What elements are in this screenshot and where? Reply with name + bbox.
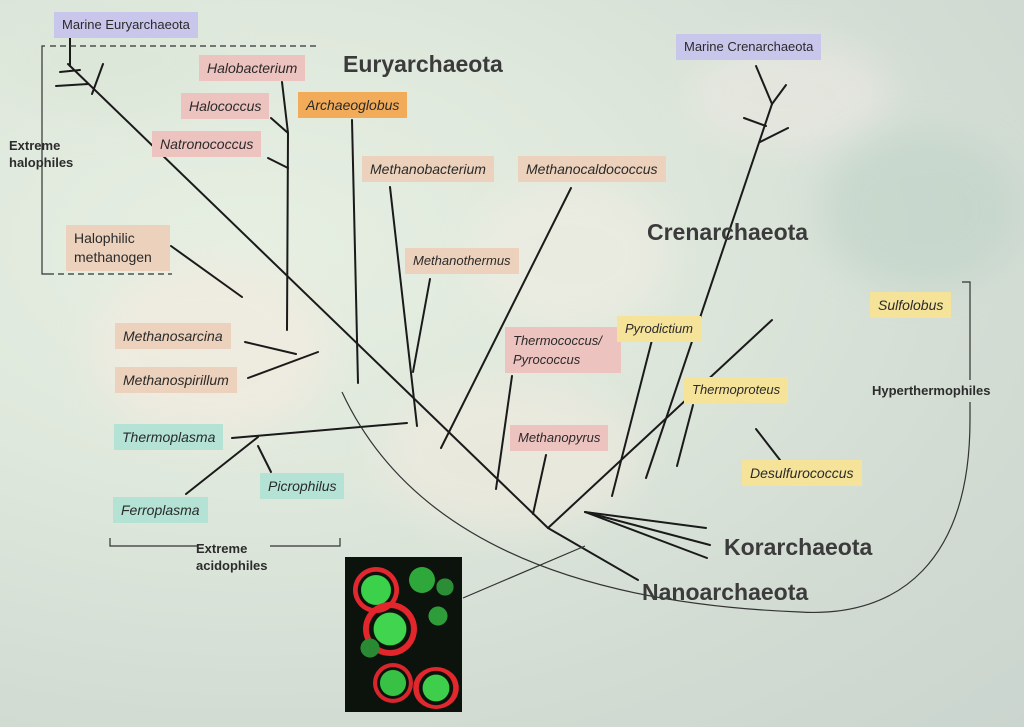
branch-thermococcus bbox=[495, 375, 513, 490]
taxon-halophilic-methanogen: Halophilic methanogen bbox=[66, 225, 170, 271]
taxon-ferroplasma: Ferroplasma bbox=[113, 497, 208, 523]
background-cloud bbox=[820, 130, 1020, 290]
taxon-thermoproteus: Thermoproteus bbox=[684, 377, 789, 403]
taxon-sulfolobus: Sulfolobus bbox=[870, 292, 952, 318]
taxon-methanothermus: Methanothermus bbox=[405, 248, 519, 274]
micrograph-cell bbox=[359, 637, 381, 659]
extreme-acidophiles-label: Extreme acidophiles bbox=[196, 541, 268, 573]
branch-halobacterium bbox=[281, 81, 289, 134]
nanoarchaeota-micrograph bbox=[345, 557, 462, 712]
branch-halococcus bbox=[270, 117, 289, 134]
branch-korarchaeota bbox=[584, 511, 707, 529]
taxon-thermococcus-pyrococcus: Thermococcus/ Pyrococcus bbox=[505, 327, 621, 373]
branch-methanosarcina bbox=[244, 341, 297, 355]
micrograph-pointer bbox=[462, 545, 586, 599]
micrograph-cell bbox=[407, 565, 437, 595]
extreme-halophiles-bracket bbox=[41, 45, 48, 275]
taxon-halococcus: Halococcus bbox=[181, 93, 270, 119]
taxon-picrophilus: Picrophilus bbox=[260, 473, 345, 499]
taxon-marine-euryarchaeota: Marine Euryarchaeota bbox=[54, 12, 198, 38]
branch-picrophilus bbox=[257, 445, 272, 473]
micrograph-cell bbox=[373, 663, 413, 703]
hyperthermophiles-arc bbox=[341, 391, 971, 614]
branch-marine-crenarchaeota-tip bbox=[771, 84, 787, 105]
extreme-halophiles-label: Extreme halophiles bbox=[9, 138, 74, 170]
branch-halophile-stem bbox=[286, 132, 289, 331]
hyperthermophiles-bracket-top bbox=[962, 281, 971, 380]
branch-pyrodictium bbox=[611, 339, 653, 497]
branch-marine-euryarchaeota-tip bbox=[59, 69, 81, 73]
branch-methanothermus bbox=[412, 278, 431, 373]
branch-euryarchaeota-main bbox=[67, 63, 549, 529]
hyperthermophiles-label: Hyperthermophiles bbox=[872, 383, 991, 398]
taxon-natronococcus: Natronococcus bbox=[152, 131, 262, 157]
branch-marine-crenarchaeota-tip bbox=[755, 65, 773, 105]
branch-archaeoglobus bbox=[351, 119, 359, 384]
taxon-thermoplasma: Thermoplasma bbox=[114, 424, 224, 450]
background-cloud bbox=[380, 380, 640, 530]
phylum-korarchaeota-label: Korarchaeota bbox=[724, 534, 873, 560]
branch-crenarchaeota-main bbox=[547, 319, 773, 529]
taxon-methanospirillum: Methanospirillum bbox=[115, 367, 237, 393]
phylum-euryarchaeota-label: Euryarchaeota bbox=[343, 51, 503, 77]
phylum-nanoarchaeota-label: Nanoarchaeota bbox=[642, 579, 809, 605]
branch-marine-euryarchaeota-tip bbox=[55, 83, 89, 87]
branch-methanocaldococcus bbox=[440, 187, 572, 449]
branch-thermoplasma bbox=[231, 422, 408, 439]
taxon-methanopyrus: Methanopyrus bbox=[510, 425, 609, 451]
taxon-methanocaldococcus: Methanocaldococcus bbox=[518, 156, 666, 182]
branch-ferroplasma bbox=[185, 436, 259, 495]
taxon-methanobacterium: Methanobacterium bbox=[362, 156, 494, 182]
phylum-crenarchaeota-label: Crenarchaeota bbox=[647, 219, 809, 245]
branch-halophilic-methanogen bbox=[170, 245, 243, 298]
branch-methanospirillum bbox=[247, 351, 319, 379]
taxon-desulfurococcus: Desulfurococcus bbox=[742, 460, 862, 486]
micrograph-cell bbox=[435, 577, 455, 597]
micrograph-cell bbox=[413, 667, 459, 709]
extreme-acidophiles-bracket-right bbox=[270, 538, 341, 547]
branch-methanobacterium bbox=[389, 186, 418, 427]
branch-methanopyrus bbox=[532, 454, 547, 515]
extreme-acidophiles-bracket-left bbox=[109, 538, 198, 547]
taxon-marine-crenarchaeota: Marine Crenarchaeota bbox=[676, 34, 822, 60]
background-cloud bbox=[90, 260, 330, 440]
taxon-pyrodictium: Pyrodictium bbox=[617, 316, 701, 342]
branch-desulfurococcus bbox=[755, 428, 781, 461]
branch-marine-crenarchaeota-tip bbox=[743, 117, 767, 127]
branch-nanoarchaeota bbox=[547, 527, 639, 581]
branch-thermoproteus bbox=[676, 404, 694, 467]
branch-marine-crenarchaeota bbox=[645, 103, 773, 479]
taxon-halobacterium: Halobacterium bbox=[199, 55, 306, 81]
branch-korarchaeota bbox=[584, 511, 711, 546]
branch-natronococcus bbox=[267, 157, 289, 169]
branch-marine-crenarchaeota-tip bbox=[759, 127, 789, 143]
taxon-archaeoglobus: Archaeoglobus bbox=[298, 92, 408, 118]
taxon-methanosarcina: Methanosarcina bbox=[115, 323, 231, 349]
branch-korarchaeota bbox=[584, 511, 708, 559]
micrograph-cell bbox=[427, 605, 449, 627]
